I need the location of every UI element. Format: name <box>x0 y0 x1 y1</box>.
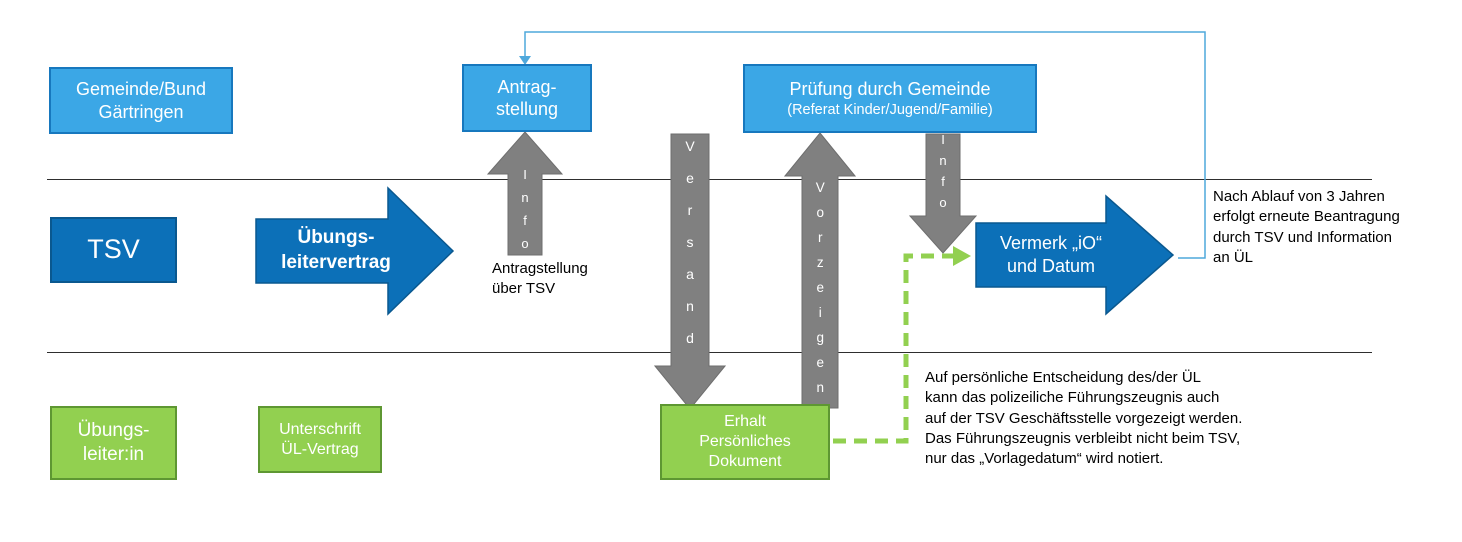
info-antrag-arrow: Info <box>487 131 563 259</box>
erhalt-dokument-box: Erhalt Persönliches Dokument <box>660 404 830 480</box>
vorzeigen-arrow: Vorzeigen <box>784 132 856 409</box>
uebungsleiterin-lane-box: Übungs- leiter:in <box>50 406 177 480</box>
info-vermerk-label: Info <box>935 132 951 216</box>
unterschrift-label: Unterschrift ÜL-Vertrag <box>279 420 361 458</box>
right-arrow-icon <box>255 186 455 316</box>
antragstellung-label: Antrag- stellung <box>495 76 559 120</box>
annotation-nach-ablauf: Nach Ablauf von 3 Jahren erfolgt erneute… <box>1213 188 1400 266</box>
gemeinde-lane-label: Gemeinde/Bund Gärtringen <box>75 79 207 122</box>
tsv-lane-box: TSV <box>50 217 177 283</box>
versand-label: Versand <box>682 138 698 362</box>
pruefung-subtitle: (Referat Kinder/Jugend/Familie) <box>787 101 993 118</box>
vermerk-arrow: Vermerk „iO“ und Datum <box>975 194 1175 316</box>
versand-arrow: Versand <box>654 133 726 410</box>
antragstellung-box: Antrag- stellung <box>462 64 592 132</box>
unterschrift-box: Unterschrift ÜL-Vertrag <box>258 406 382 473</box>
vermerk-label: Vermerk „iO“ und Datum <box>999 232 1102 276</box>
tsv-lane-label: TSV <box>87 234 140 265</box>
info-vermerk-arrow: Info <box>909 132 977 254</box>
erhalt-dokument-label: Erhalt Persönliches Dokument <box>699 413 791 470</box>
pruefung-title: Prüfung durch Gemeinde <box>789 79 991 100</box>
pruefung-box: Prüfung durch Gemeinde (Referat Kinder/J… <box>743 64 1037 133</box>
info-antrag-label: Info <box>517 167 533 259</box>
uebungsleitervertrag-arrow: Übungs- leitervertrag <box>255 186 455 316</box>
uebungsleitervertrag-label: Übungs- leitervertrag <box>281 227 391 273</box>
gemeinde-lane-box: Gemeinde/Bund Gärtringen <box>49 67 233 134</box>
annotation-persoenliche-entscheidung: Auf persönliche Entscheidung des/der ÜL … <box>925 369 1243 467</box>
uebungsleiterin-lane-label: Übungs- leiter:in <box>77 420 150 465</box>
annotation-antragstellung-ueber-tsv: Antragstellung über TSV <box>492 260 588 298</box>
vorzeigen-label: Vorzeigen <box>812 179 828 405</box>
